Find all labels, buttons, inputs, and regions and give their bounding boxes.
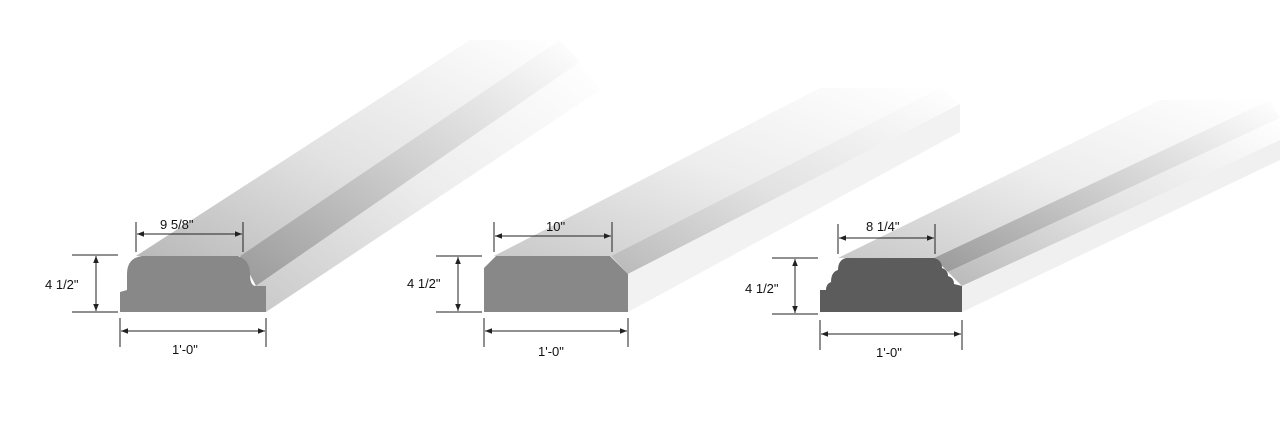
molding-2-side-surface (611, 88, 960, 274)
molding-3: 8 1/4" 4 1/2" 1'-0" (745, 100, 1280, 360)
molding-1: 9 5/8" 4 1/2" 1'-0" (45, 40, 600, 357)
molding-1-groove (240, 40, 580, 286)
molding-3-profile (820, 258, 962, 312)
molding-2-front-side (628, 104, 960, 312)
molding-3-lower-side (948, 118, 1280, 286)
molding-1-top-surface (136, 40, 560, 256)
molding-1-height-label: 4 1/2" (45, 277, 79, 292)
molding-1-profile (120, 256, 266, 312)
molding-2-height-label: 4 1/2" (407, 276, 441, 291)
molding-3-front-side (962, 140, 1280, 312)
molding-3-top-surface (838, 100, 1270, 258)
molding-2-top-width-label: 10" (546, 219, 565, 234)
molding-2-bottom-width-label: 1'-0" (538, 344, 564, 359)
molding-3-height-label: 4 1/2" (745, 281, 779, 296)
molding-1-bottom-width-label: 1'-0" (172, 342, 198, 357)
molding-3-top-width-label: 8 1/4" (866, 219, 900, 234)
molding-2-top-surface (494, 88, 940, 256)
molding-2-profile (484, 256, 628, 312)
molding-1-lower-ledge (256, 62, 600, 312)
molding-1-top-width-label: 9 5/8" (160, 217, 194, 232)
molding-2: 10" 4 1/2" 1'-0" (407, 88, 960, 359)
molding-3-bead (934, 100, 1280, 272)
molding-3-bottom-width-label: 1'-0" (876, 345, 902, 360)
